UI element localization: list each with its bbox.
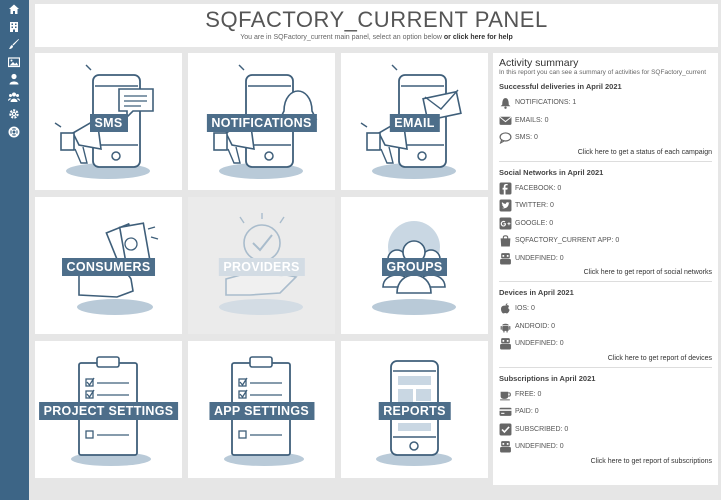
notifications-stat: NOTIFICATIONS: 1 <box>499 94 712 112</box>
tile-label: EMAIL <box>389 114 440 132</box>
google-stat: GOOGLE: 0 <box>499 215 712 233</box>
divider <box>499 366 712 368</box>
tile-label: NOTIFICATIONS <box>206 114 317 132</box>
deliveries-title: Successful deliveries in April 2021 <box>499 82 622 91</box>
gear-icon[interactable] <box>0 105 29 123</box>
speech-bubble-icon <box>499 132 512 145</box>
divider <box>499 281 712 282</box>
tile-app-settings[interactable]: APP SETTINGS <box>188 341 335 478</box>
lifebuoy-icon[interactable] <box>0 123 29 141</box>
ios-stat: IOS: 0 <box>499 300 712 318</box>
image-icon[interactable] <box>0 53 29 71</box>
home-icon[interactable] <box>0 0 29 18</box>
stat-value: NOTIFICATIONS: 1 <box>515 99 577 107</box>
tile-consumers[interactable]: CONSUMERS <box>35 197 182 334</box>
clipboard-checklist-icon <box>224 356 304 466</box>
devices-undefined-stat: UNDEFINED: 0 <box>499 335 712 353</box>
activity-subtitle: In this report you can see a summary of … <box>499 69 706 76</box>
tile-groups[interactable]: GROUPS <box>341 197 488 334</box>
stat-value: FACEBOOK: 0 <box>515 184 562 192</box>
stat-value: PAID: 0 <box>515 408 539 416</box>
tile-reports[interactable]: REPORTS <box>341 341 488 478</box>
stat-value: UNDEFINED: 0 <box>515 443 564 451</box>
stat-value: EMAILS: 0 <box>515 116 549 124</box>
building-icon[interactable] <box>0 18 29 36</box>
stat-value: SUBSCRIBED: 0 <box>515 425 569 433</box>
bell-icon <box>500 98 511 110</box>
check-square-icon <box>499 423 512 436</box>
subscriptions-undefined-stat: UNDEFINED: 0 <box>499 438 712 456</box>
tile-label: SMS <box>89 114 128 132</box>
subscriptions-title: Subscriptions in April 2021 <box>499 373 596 383</box>
tile-label: GROUPS <box>381 258 448 276</box>
tile-providers[interactable]: PROVIDERS <box>188 197 335 334</box>
emails-stat: EMAILS: 0 <box>499 112 712 130</box>
facebook-stat: FACEBOOK: 0 <box>499 180 712 198</box>
facebook-icon <box>499 182 512 195</box>
stat-value: TWITTER: 0 <box>515 202 554 210</box>
sms-stat: SMS: 0 <box>499 129 712 147</box>
shopping-bag-icon <box>500 235 511 247</box>
campaign-status-link[interactable]: Click here to get a status of each campa… <box>577 148 712 156</box>
devices-title: Devices in April 2021 <box>499 288 574 297</box>
free-stat: FREE: 0 <box>499 386 712 404</box>
unknown-user-icon <box>500 338 511 350</box>
social-report-link[interactable]: Click here to get report of social netwo… <box>583 269 712 276</box>
twitter-stat: TWITTER: 0 <box>499 197 712 215</box>
stat-value: UNDEFINED: 0 <box>515 254 564 262</box>
activity-summary-panel: Activity summary In this report you can … <box>493 53 718 485</box>
page-header: SQFACTORY_CURRENT PANEL You are in SQFac… <box>35 4 718 47</box>
unknown-user-icon <box>500 252 511 265</box>
subscriptions-report-link[interactable]: Click here to get report of subscription… <box>590 457 712 465</box>
sms-megaphone-phone-icon <box>54 64 154 179</box>
tile-project-settings[interactable]: PROJECT SETTINGS <box>35 341 182 478</box>
subtitle-text: You are in SQFactory_current main panel,… <box>240 34 442 41</box>
hand-check-icon <box>219 213 303 315</box>
tile-email[interactable]: EMAIL <box>341 53 488 190</box>
envelope-icon <box>499 116 512 125</box>
stat-value: SQFACTORY_CURRENT APP: 0 <box>515 237 620 245</box>
tile-sms[interactable]: SMS <box>35 53 182 190</box>
activity-title: Activity summary <box>499 57 579 69</box>
stat-value: IOS: 0 <box>515 305 535 313</box>
coffee-cup-icon <box>500 391 511 401</box>
stat-value: SMS: 0 <box>515 134 538 142</box>
google-plus-icon <box>499 217 512 230</box>
social-undefined-stat: UNDEFINED: 0 <box>499 250 712 268</box>
twitter-icon <box>499 199 512 212</box>
tile-label: APP SETTINGS <box>208 402 315 420</box>
subscribed-stat: SUBSCRIBED: 0 <box>499 421 712 439</box>
help-link[interactable]: or click here for help <box>443 34 513 41</box>
tile-label: REPORTS <box>378 402 451 420</box>
android-stat: ANDROID: 0 <box>499 318 712 336</box>
tile-label: CONSUMERS <box>61 258 156 276</box>
tile-notifications[interactable]: NOTIFICATIONS <box>188 53 335 190</box>
app-stat: SQFACTORY_CURRENT APP: 0 <box>499 232 712 250</box>
credit-card-icon <box>499 407 512 417</box>
unknown-user-icon <box>500 441 511 453</box>
page-subtitle: You are in SQFactory_current main panel,… <box>35 34 718 41</box>
stat-value: ANDROID: 0 <box>515 322 556 330</box>
stat-value: UNDEFINED: 0 <box>515 340 564 348</box>
social-title: Social Networks in April 2021 <box>499 167 604 177</box>
user-icon[interactable] <box>0 70 29 88</box>
tile-label: PROVIDERS <box>218 258 305 276</box>
android-icon <box>500 323 511 333</box>
paintbrush-icon[interactable] <box>0 35 29 53</box>
paid-stat: PAID: 0 <box>499 403 712 421</box>
apple-icon <box>501 303 510 314</box>
stat-value: GOOGLE: 0 <box>515 219 554 227</box>
tile-label: PROJECT SETTINGS <box>38 402 179 420</box>
divider <box>499 160 712 162</box>
page-title: SQFACTORY_CURRENT PANEL <box>205 7 548 32</box>
stat-value: FREE: 0 <box>515 390 542 398</box>
users-icon[interactable] <box>0 88 29 106</box>
sidebar <box>0 0 29 500</box>
devices-report-link[interactable]: Click here to get report of devices <box>607 354 712 362</box>
